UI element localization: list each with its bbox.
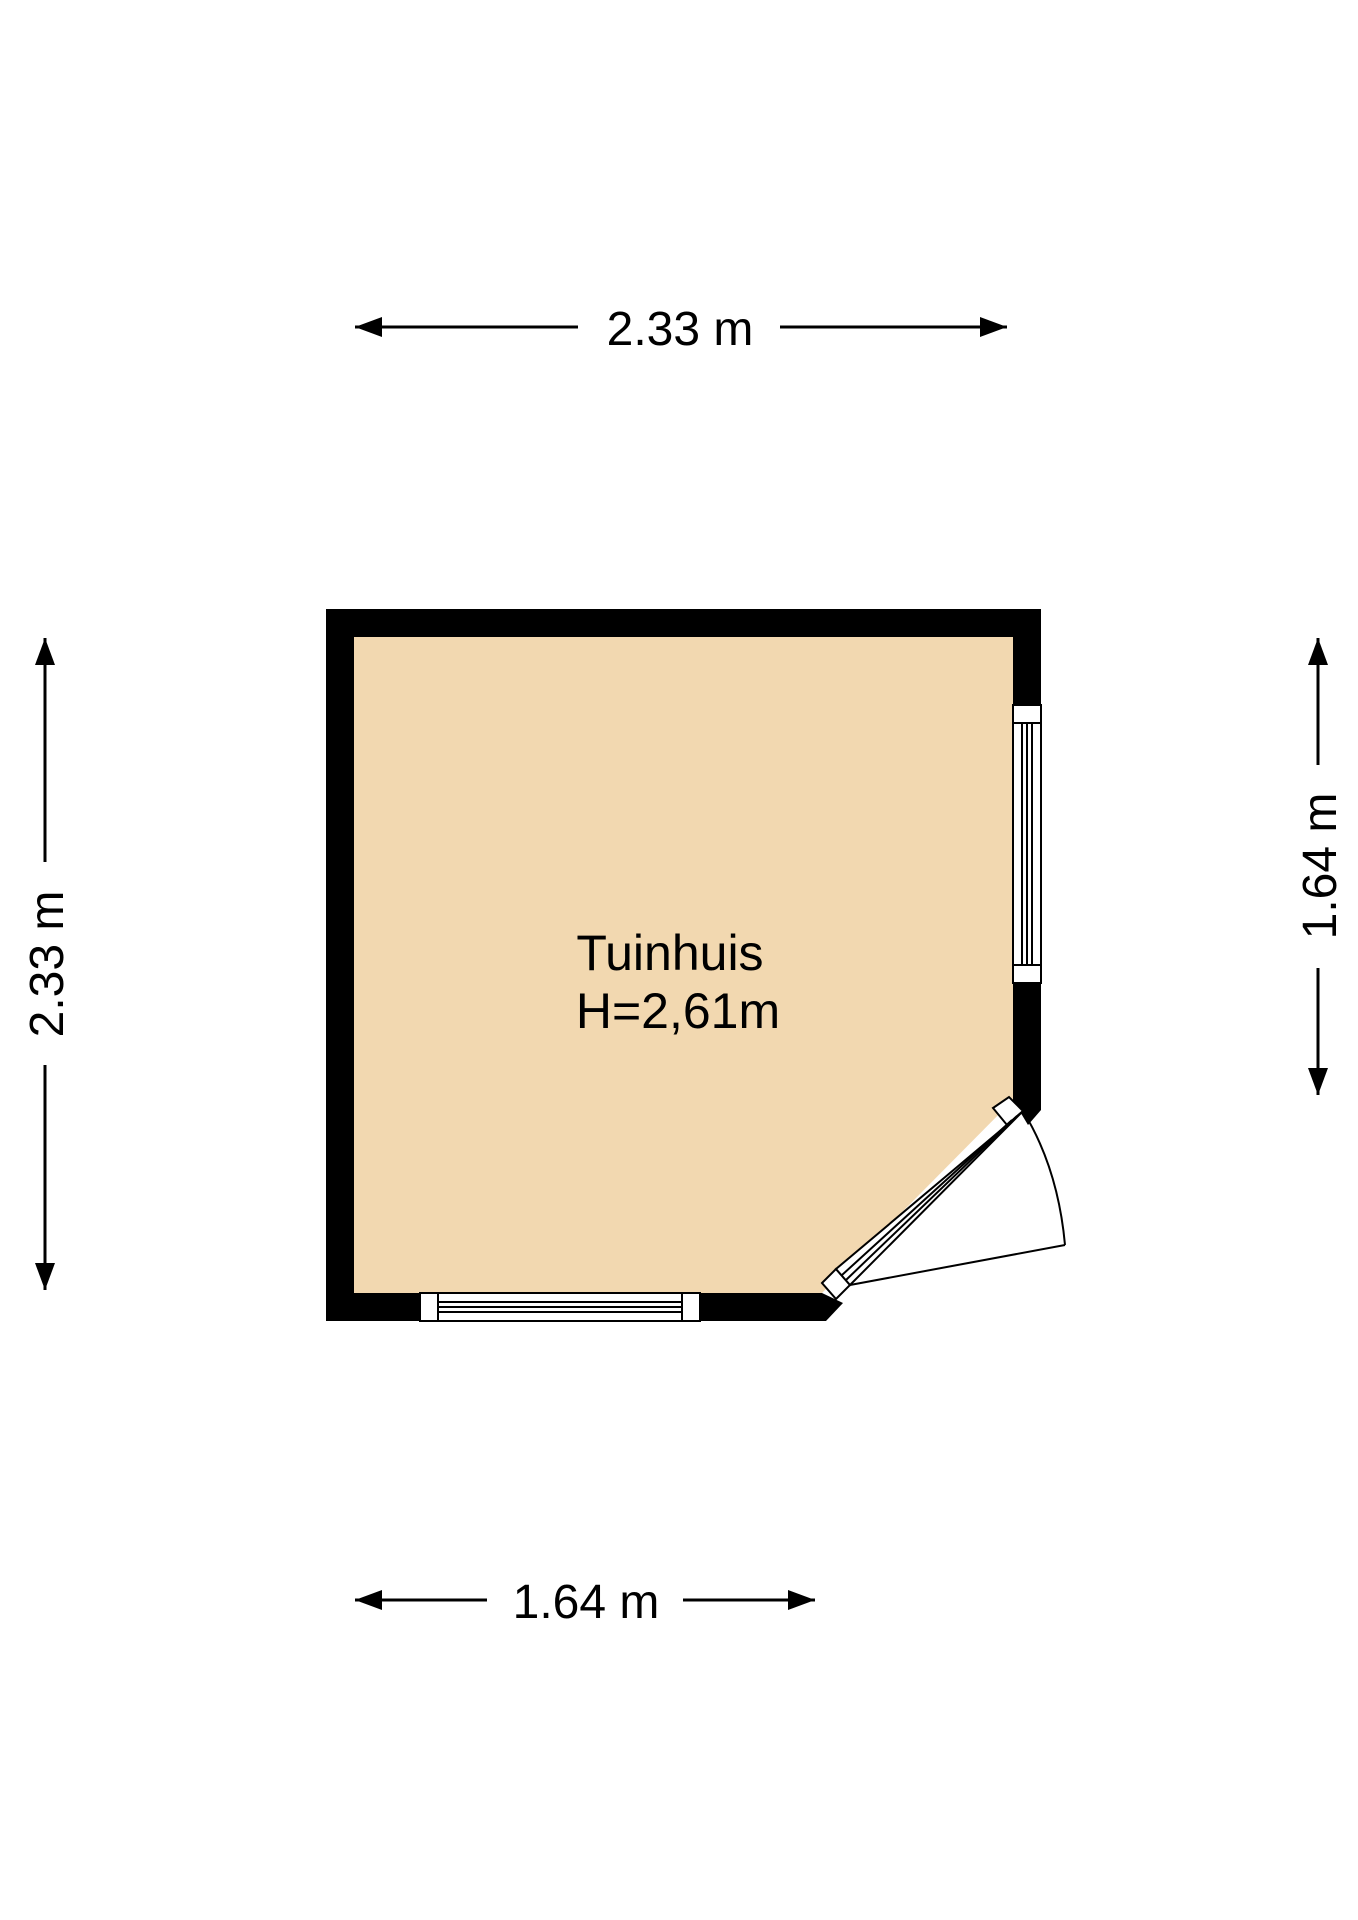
wall-bottom-left (326, 1293, 420, 1321)
dimension-left-label: 2.33 m (21, 891, 74, 1038)
dimension-bottom-label: 1.64 m (513, 1576, 660, 1629)
dimension-right (1308, 638, 1328, 1095)
room-height: H=2,61m (576, 983, 780, 1039)
room-name: Tuinhuis (576, 925, 763, 981)
wall-top (326, 609, 1041, 637)
dimension-top (355, 317, 1007, 337)
dimension-top-label: 2.33 m (607, 303, 754, 356)
room-floor (354, 637, 1013, 1293)
window-bottom (419, 1292, 701, 1322)
walls (326, 609, 1041, 1321)
dimension-bottom (355, 1590, 815, 1610)
door-swing (849, 1110, 1066, 1286)
wall-left (326, 609, 354, 1321)
dimension-left (35, 638, 55, 1290)
wall-bottom-right (700, 1293, 843, 1321)
window-right (1012, 704, 1042, 984)
wall-right-lower (1013, 983, 1041, 1125)
dimension-right-label: 1.64 m (1294, 793, 1347, 940)
wall-right-upper (1013, 609, 1041, 705)
